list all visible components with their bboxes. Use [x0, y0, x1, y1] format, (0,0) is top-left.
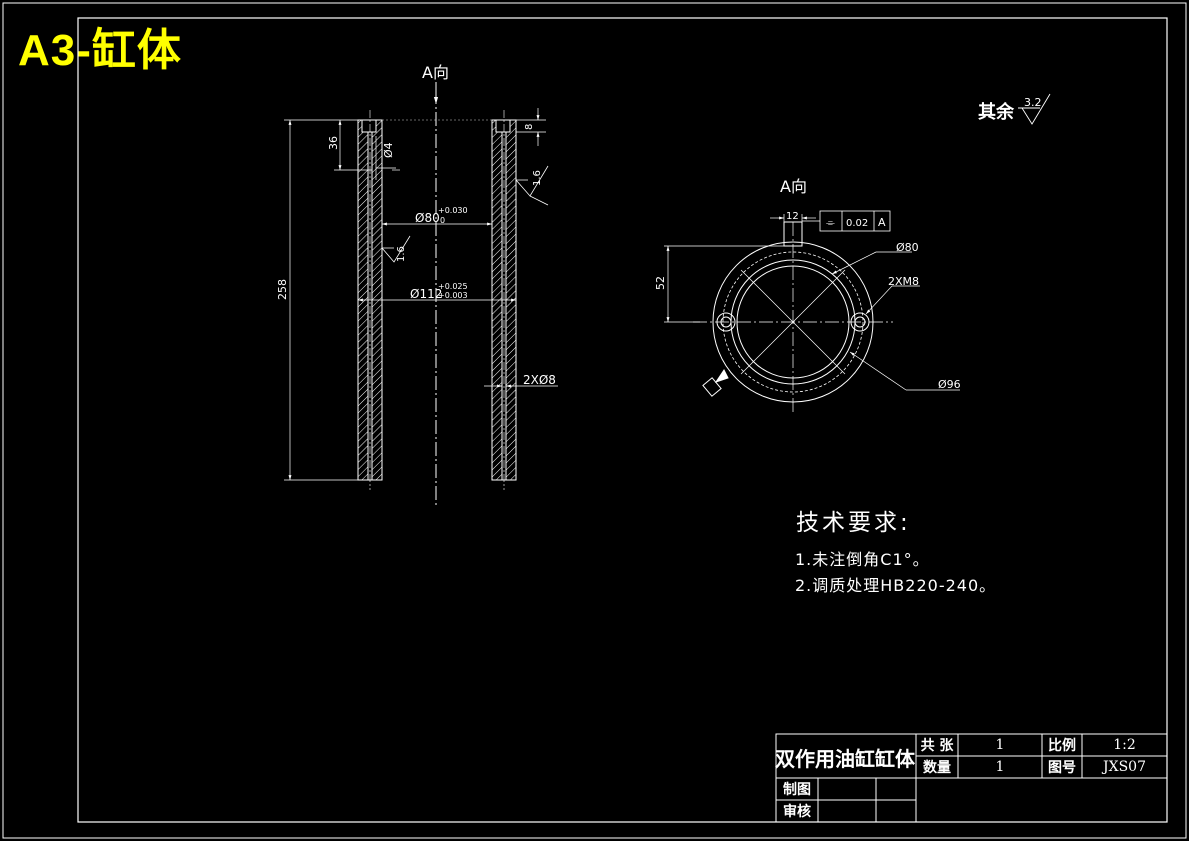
sheet-title: A3-缸体	[18, 26, 182, 75]
tol-symbol: ⌯	[826, 216, 835, 229]
tech-requirement-item: 1.未注倒角C1°。	[795, 550, 930, 569]
dim-bore-tol-lower: 0	[440, 216, 445, 225]
roughness-symbol-inner	[381, 235, 411, 263]
dim-outer: Ø112	[410, 287, 442, 301]
tech-requirements-heading: 技术要求:	[796, 510, 911, 536]
roughness-other-value: 3.2	[1024, 96, 1042, 109]
scale-label: 比例	[1048, 738, 1076, 754]
dim-height-total: 258	[276, 279, 289, 300]
dim-thread: 2XM8	[888, 275, 919, 288]
roughness-outer-value: 1.6	[532, 170, 543, 186]
roughness-other-symbol	[1018, 93, 1051, 125]
drawing-frame	[77, 17, 1168, 823]
view-arrow-label: A向	[422, 63, 449, 82]
end-view	[664, 210, 960, 412]
dim-bore-tol-upper: +0.030	[438, 206, 468, 215]
dim-offset: 52	[654, 276, 667, 290]
roughness-inner-value: 1.6	[396, 246, 407, 262]
dim-dia-outer: Ø96	[938, 378, 961, 391]
drawn-label: 制图	[783, 782, 811, 798]
roughness-note: 其余	[978, 102, 1014, 123]
dim-outer-tol-lower: +0.003	[438, 291, 468, 300]
dim-port-dia: Ø4	[382, 142, 395, 158]
sheets-value: 1	[995, 737, 1005, 753]
dim-height-top: 36	[327, 136, 340, 150]
dim-holes: 2XØ8	[523, 373, 556, 387]
tol-datum: A	[878, 216, 886, 229]
dim-outer-tol-upper: +0.025	[438, 282, 468, 291]
front-view	[284, 82, 558, 507]
dim-slot-width: 12	[786, 211, 799, 222]
dim-bore: Ø80	[415, 211, 440, 225]
title-block	[775, 733, 1168, 823]
qty-value: 1	[995, 759, 1005, 775]
qty-label: 数量	[923, 760, 951, 776]
dim-top-small: 8	[524, 124, 535, 130]
scale-value: 1:2	[1113, 737, 1136, 753]
dim-dia-inner: Ø80	[896, 241, 919, 254]
checked-label: 审核	[783, 804, 811, 820]
tech-requirement-item: 2.调质处理HB220-240。	[795, 576, 997, 595]
drawing-no-value: JXS07	[1103, 759, 1146, 775]
drawing-no-label: 图号	[1048, 760, 1076, 776]
end-view-title: A向	[780, 177, 807, 196]
tol-value: 0.02	[846, 218, 868, 229]
part-name: 双作用油缸缸体	[775, 746, 915, 771]
sheets-label: 共 张	[920, 738, 954, 754]
